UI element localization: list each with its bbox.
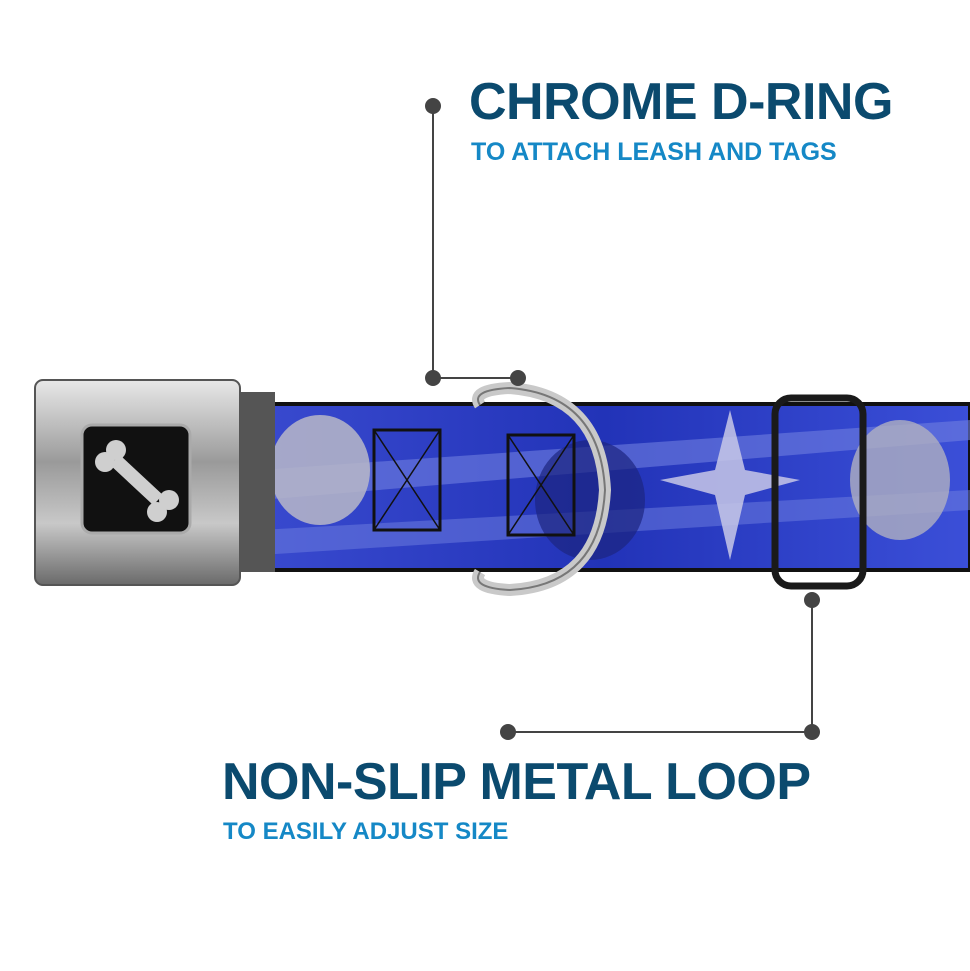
metal-loop-subtitle: TO EASILY ADJUST SIZE — [223, 818, 509, 845]
skull-graphic — [535, 440, 645, 560]
metal-loop-title: NON-SLIP METAL LOOP — [222, 753, 811, 811]
buckle — [34, 379, 275, 586]
d-ring — [472, 381, 612, 597]
skull-graphic — [270, 415, 370, 525]
skull-graphic — [850, 420, 950, 540]
bone-icon — [95, 440, 179, 522]
d-ring-subtitle: TO ATTACH LEASH AND TAGS — [471, 138, 837, 166]
leader-line-metal-loop — [500, 592, 820, 740]
leader-line-d-ring — [425, 98, 526, 386]
d-ring-title: CHROME D-RING — [469, 73, 893, 131]
metal-loop — [771, 394, 867, 590]
strap — [238, 402, 970, 572]
star-graphic — [660, 410, 800, 560]
